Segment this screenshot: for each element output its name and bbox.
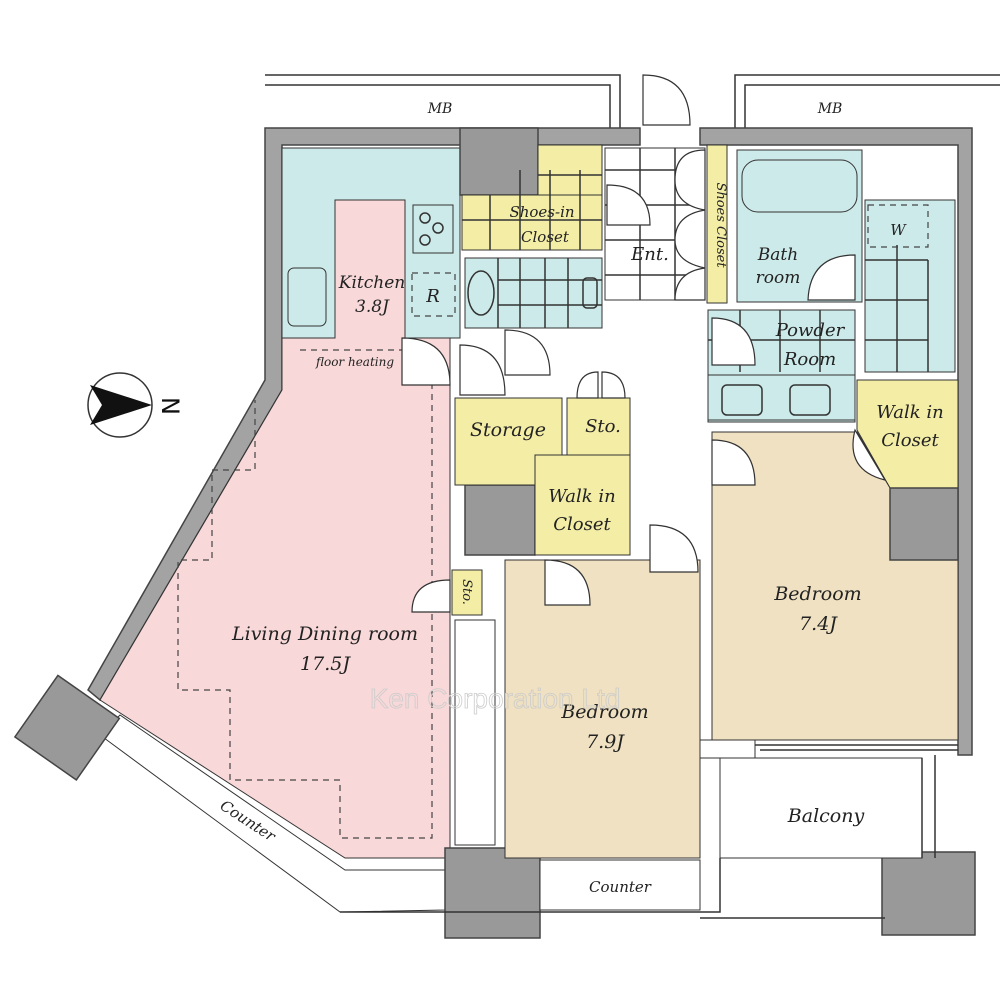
mb-right-label: MB xyxy=(817,101,843,117)
bath-door[interactable] xyxy=(807,254,856,301)
entrance xyxy=(604,147,706,301)
balcony-label: Balcony xyxy=(787,805,865,827)
sto-label: Sto. xyxy=(585,416,621,437)
storage-label: Storage xyxy=(470,419,546,441)
bathtub-icon xyxy=(741,159,858,213)
refrigerator-label: R xyxy=(425,286,440,307)
wall-segment xyxy=(699,739,756,759)
wic-center-label-2: Closet xyxy=(553,514,611,535)
powder-label: Powder xyxy=(775,320,846,341)
column xyxy=(464,484,536,556)
shoes-in-closet-label: Shoes-in xyxy=(509,203,574,221)
mb-right-area xyxy=(734,74,1000,128)
closet-right-door[interactable] xyxy=(852,428,887,481)
stove-icon xyxy=(412,204,454,254)
kitchen-label: Kitchen xyxy=(338,273,405,293)
toilet-icon xyxy=(582,277,598,309)
floor-heating-boundary xyxy=(177,349,433,839)
sto-door[interactable] xyxy=(411,579,451,613)
mb-left-label: MB xyxy=(427,101,453,117)
kitchen-size: 3.8J xyxy=(355,297,390,317)
compass-north-label: N xyxy=(156,397,184,415)
entrance-label: Ent. xyxy=(630,244,669,265)
wic-right-label: Walk in xyxy=(876,402,943,423)
counter-bottom-label: Counter xyxy=(589,878,652,896)
storage-tiny xyxy=(451,569,483,616)
storage-doors[interactable] xyxy=(576,371,626,399)
shoes-in-closet-label-2: Closet xyxy=(521,228,570,246)
living-label: Living Dining room xyxy=(231,623,418,645)
north-arrow-icon xyxy=(90,385,152,425)
bedroom-left-door[interactable] xyxy=(544,559,591,606)
column xyxy=(459,127,539,196)
column xyxy=(444,847,541,939)
powder-room xyxy=(707,309,856,423)
toilet-room xyxy=(464,257,603,329)
basin-icon xyxy=(721,384,763,416)
outer-wall-right xyxy=(699,127,973,756)
sto-2-label: Sto. xyxy=(459,579,474,605)
bedroom-right-size: 7.4J xyxy=(799,613,838,635)
corner-column xyxy=(13,674,121,781)
shoes-closet-label: Shoes Closet xyxy=(713,182,728,268)
front-door[interactable] xyxy=(642,74,691,126)
bedroom-right-door[interactable] xyxy=(711,439,756,486)
living-dining-area xyxy=(99,199,451,859)
shoes-in-closet xyxy=(461,144,603,251)
bedroom-left-size: 7.9J xyxy=(586,731,625,753)
corridor-shelf xyxy=(454,619,496,846)
bedroom-right-label: Bedroom xyxy=(773,583,861,605)
living-door[interactable] xyxy=(401,337,451,386)
shoes-closet xyxy=(706,144,728,304)
walk-in-closet-center xyxy=(534,454,631,556)
counter-bottom xyxy=(539,859,701,911)
balcony xyxy=(719,757,923,859)
column xyxy=(881,851,976,936)
floor-heating-label: floor heating xyxy=(315,355,394,369)
mb-left-area xyxy=(265,74,621,128)
bedroom-left xyxy=(504,559,701,859)
storage-small xyxy=(566,397,631,456)
wic-right-label-2: Closet xyxy=(881,430,939,451)
column xyxy=(889,487,959,561)
bedroom-left-label: Bedroom xyxy=(560,701,648,723)
powder-label-2: Room xyxy=(783,349,836,370)
washer-label: W xyxy=(890,221,907,239)
basin-icon xyxy=(789,384,831,416)
living-size: 17.5J xyxy=(300,653,351,675)
wic-center-label: Walk in xyxy=(548,486,615,507)
bath-label: Bath xyxy=(757,245,798,265)
hall-door[interactable] xyxy=(459,344,506,396)
bath-label-2: room xyxy=(756,268,801,288)
wic-door[interactable] xyxy=(649,524,699,573)
watermark: Ken Corporation Ltd xyxy=(370,683,621,714)
toilet-door[interactable] xyxy=(504,329,551,376)
compass: N xyxy=(87,372,184,438)
laundry-area xyxy=(864,199,956,373)
sink-icon xyxy=(287,267,327,327)
